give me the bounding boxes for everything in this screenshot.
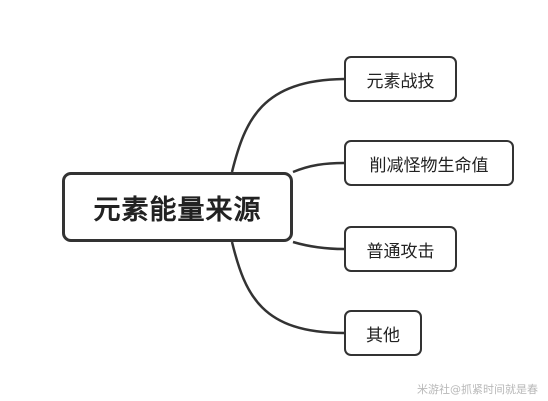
subtopic-node-other[interactable]: 其他 [344, 310, 422, 356]
subtopic-node-reduce-enemy-hp[interactable]: 削减怪物生命值 [344, 140, 514, 186]
subtopic-node-normal-attack[interactable]: 普通攻击 [344, 226, 457, 272]
subtopic-label: 元素战技 [366, 71, 435, 92]
root-topic-label: 元素能量来源 [93, 194, 262, 226]
subtopic-label: 其他 [366, 325, 400, 346]
connector-line-1 [292, 161, 345, 174]
subtopic-label: 削减怪物生命值 [369, 155, 489, 176]
root-topic-node[interactable]: 元素能量来源 [62, 172, 293, 242]
connector-line-0 [230, 77, 345, 173]
subtopic-node-elemental-skill[interactable]: 元素战技 [344, 56, 457, 102]
watermark-text: 米游社@抓紧时间就是春 [417, 383, 538, 396]
connector-line-3 [230, 241, 345, 335]
connector-line-2 [292, 240, 345, 251]
subtopic-label: 普通攻击 [366, 241, 435, 262]
